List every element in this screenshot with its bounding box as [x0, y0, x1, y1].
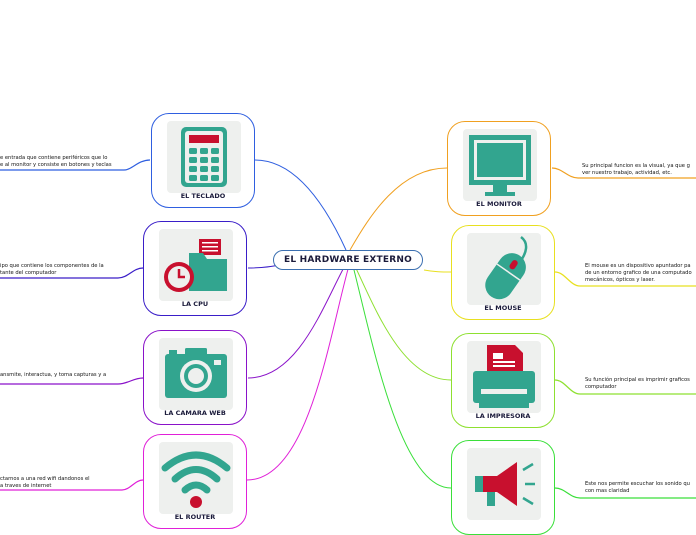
megaphone-icon: [475, 462, 535, 506]
connection-lines: [0, 159, 696, 499]
desc-teclado: e entrada que contiene periféricos que l…: [0, 155, 112, 168]
desc-monitor: Su principal funcion es la visual, ya qu…: [582, 163, 690, 176]
monitor-icon: [469, 135, 531, 196]
tile-teclado: [167, 121, 241, 193]
tile-impresora: [467, 341, 541, 413]
link-impresora: [351, 259, 452, 381]
central-topic[interactable]: EL HARDWARE EXTERNO: [273, 250, 423, 270]
link-parlante-desc: [554, 487, 696, 499]
node-label: EL MOUSE: [484, 304, 522, 312]
link-mouse-desc: [554, 271, 696, 287]
keyboard-icon: [181, 127, 227, 187]
node-monitor[interactable]: EL MONITOR: [447, 121, 551, 216]
tile-mouse: [467, 233, 541, 305]
node-label: EL MONITOR: [476, 200, 522, 208]
node-parlante[interactable]: [451, 440, 555, 535]
tile-monitor: [463, 129, 537, 201]
cpu-clock-folder-icon: [164, 239, 227, 292]
node-mouse[interactable]: EL MOUSE: [451, 225, 555, 320]
desc-parlante: Este nos permite escuchar los sonido qu …: [585, 481, 690, 494]
link-parlante: [351, 261, 452, 489]
node-cpu[interactable]: LA CPU: [143, 221, 247, 316]
node-label: LA CPU: [181, 300, 209, 308]
tile-cpu: [159, 229, 233, 301]
link-router: [246, 261, 351, 481]
node-impresora[interactable]: LA IMPRESORA: [451, 333, 555, 428]
node-label: EL ROUTER: [174, 513, 216, 521]
link-teclado-desc: [0, 159, 151, 171]
tile-camara: [159, 338, 233, 410]
link-teclado: [254, 159, 347, 251]
mouse-icon: [485, 236, 528, 300]
node-teclado[interactable]: EL TECLADO: [151, 113, 255, 208]
node-label: LA IMPRESORA: [475, 412, 531, 420]
link-camara-desc: [0, 377, 144, 385]
desc-cpu: ipo que contiene los componentes de la t…: [0, 263, 104, 276]
desc-impresora: Su función principal es imprimir grafico…: [585, 377, 690, 390]
link-impresora-desc: [554, 379, 696, 395]
link-cpu-desc: [0, 267, 144, 279]
link-monitor: [349, 167, 448, 251]
node-camara[interactable]: LA CAMARA WEB: [143, 330, 247, 425]
node-router[interactable]: EL ROUTER: [143, 434, 247, 529]
link-monitor-desc: [551, 167, 696, 179]
wifi-icon: [161, 451, 231, 508]
link-router-desc: [0, 479, 144, 491]
printer-icon: [473, 345, 535, 408]
link-mouse: [423, 269, 452, 273]
tile-parlante: [467, 448, 541, 520]
desc-camara: ansmite, interactua, y toma capturas y a: [0, 372, 107, 378]
tile-router: [159, 442, 233, 514]
node-label: LA CAMARA WEB: [164, 409, 226, 417]
desc-router: ctarnos a una red wifi dandonos el a tra…: [0, 476, 90, 489]
node-label: EL TECLADO: [180, 192, 226, 200]
desc-mouse: El mouse es un dispositivo apuntador pa …: [585, 263, 692, 283]
camera-icon: [165, 348, 227, 398]
link-camara: [247, 259, 349, 379]
